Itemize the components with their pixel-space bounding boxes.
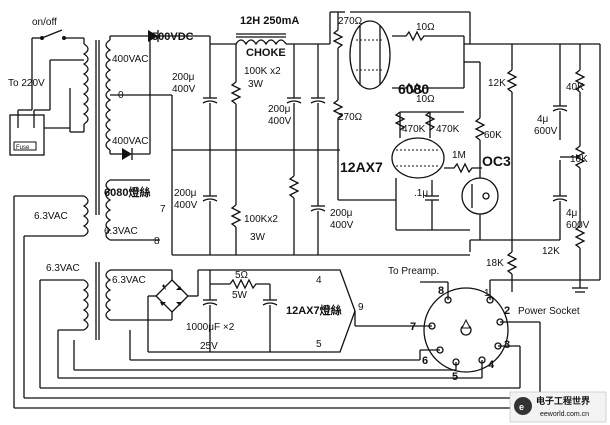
r12k-b-label: 12K <box>542 246 560 257</box>
heater-transformer: 6.3VAC 6.3VAC <box>39 262 150 388</box>
center-tap-label: 0 <box>118 90 124 101</box>
heater-6080-label: 6080燈絲 <box>104 185 150 199</box>
socket-pin-8-label: 8 <box>438 285 444 297</box>
tube-12ax7-label: 12AX7 <box>340 159 383 175</box>
socket-pin-3-label: 3 <box>504 339 510 351</box>
r470k-a-label: 470K <box>402 124 426 135</box>
heater-cap-value: 1000μF ×2 <box>186 322 235 333</box>
cap2-voltage: 400V <box>268 116 292 127</box>
heater-12ax7-label: 12AX7燈絲 <box>286 303 342 317</box>
mains-connector: To 220V Fuse <box>8 59 84 156</box>
choke-label: CHOKE <box>246 47 286 59</box>
fuse-label: Fuse <box>16 145 30 151</box>
heater-cap-voltage: 25V <box>200 341 218 352</box>
heater-left-1-label: 6.3VAC <box>34 211 68 222</box>
watermark-sub: eeworld.com.cn <box>540 411 589 418</box>
r1m-label: 1M <box>452 150 466 161</box>
hv-bottom-label: 400VAC <box>112 136 149 147</box>
res2-power: 3W <box>250 232 266 243</box>
res2-value: 100Kx2 <box>244 214 278 225</box>
heater-left-2-label: 6.3VAC <box>46 263 80 274</box>
r10-top-label: 10Ω <box>416 22 435 33</box>
power-socket: 1 2 3 4 5 6 7 8 To Preamp. Power Socket <box>14 44 601 409</box>
heater-pin5: 5 <box>316 339 322 350</box>
heater-6080-pin7: 7 <box>160 204 166 215</box>
socket-pin-7-label: 7 <box>410 321 416 333</box>
heater-filter: 5Ω 5W 1000μF ×2 25V 12AX7燈絲 4 5 9 <box>148 269 364 353</box>
cap-small-label: .1μ <box>414 188 428 199</box>
bridge-rectifier <box>147 269 199 352</box>
cap4u-b-voltage: 600V <box>566 220 590 231</box>
r12k-a-label: 12K <box>488 78 506 89</box>
r10-bot-label: 10Ω <box>416 94 435 105</box>
res1-power: 3W <box>248 79 264 90</box>
switch-label: on/off <box>32 17 57 28</box>
tube-12ax7 <box>391 137 445 179</box>
r5-power: 5W <box>232 290 248 301</box>
power-socket-label: Power Socket <box>518 306 580 317</box>
socket-pin-2-label: 2 <box>504 305 510 317</box>
power-transformer: 400VAC 0 400VAC 500VDC 6080燈絲 6.3VAC 7 8… <box>13 30 210 408</box>
r60k-label: 60K <box>484 130 502 141</box>
cap3-value: 200μ <box>174 188 197 199</box>
regulator-section: 270Ω 270Ω 6080 10Ω 10Ω 12K 4μ 600V <box>329 11 600 293</box>
r270-top-label: 270Ω <box>338 16 363 27</box>
socket-pin-1-label: 1 <box>484 288 490 299</box>
socket-pin-4-label: 4 <box>488 359 495 371</box>
b-plus-label: 500VDC <box>152 31 194 43</box>
mains-switch: on/off <box>31 17 85 60</box>
r40k-label: 40K <box>566 82 584 93</box>
cap4u-a-voltage: 600V <box>534 126 558 137</box>
res1-value: 100K x2 <box>244 66 281 77</box>
cap1-value: 200μ <box>172 72 195 83</box>
tube-oc3 <box>461 177 499 215</box>
r270-bot-label: 270Ω <box>338 112 363 123</box>
cap4u-b-value: 4μ <box>566 208 578 219</box>
watermark-text: 电子工程世界 <box>536 395 590 406</box>
cap4-value: 200μ <box>330 208 353 219</box>
heater-6080-pin8: 8 <box>154 236 160 247</box>
r470k-b-label: 470K <box>436 124 460 135</box>
svg-text:e: e <box>519 402 524 412</box>
watermark-logo: e 电子工程世界 eeworld.com.cn <box>509 391 607 423</box>
heater-12ax7-voltage: 6.3VAC <box>112 275 146 286</box>
heater-pin4: 4 <box>316 275 322 286</box>
choke-rating: 12H 250mA <box>240 15 299 27</box>
b-plus-filter: 12H 250mA CHOKE 200μ 400V 100K x2 3W 200… <box>171 15 470 256</box>
r18k-label: 18K <box>486 258 504 269</box>
cap4-voltage: 400V <box>330 220 354 231</box>
socket-pin-5-label: 5 <box>452 371 458 383</box>
mains-label: To 220V <box>8 78 45 89</box>
tube-6080-label: 6080 <box>398 81 429 97</box>
cap4u-a-value: 4μ <box>537 114 549 125</box>
r5-label: 5Ω <box>235 270 249 281</box>
hv-top-label: 400VAC <box>112 54 149 65</box>
cap1-voltage: 400V <box>172 84 196 95</box>
to-preamp-label: To Preamp. <box>388 266 439 277</box>
tube-6080 <box>349 20 391 90</box>
socket-pin-6-label: 6 <box>422 355 428 367</box>
tube-oc3-label: OC3 <box>482 153 511 169</box>
heater-6080-voltage: 6.3VAC <box>104 226 138 237</box>
r10k-label: 10K <box>570 154 588 165</box>
heater-pin9: 9 <box>358 302 364 313</box>
cap2-value: 200μ <box>268 104 291 115</box>
cap3-voltage: 400V <box>174 200 198 211</box>
